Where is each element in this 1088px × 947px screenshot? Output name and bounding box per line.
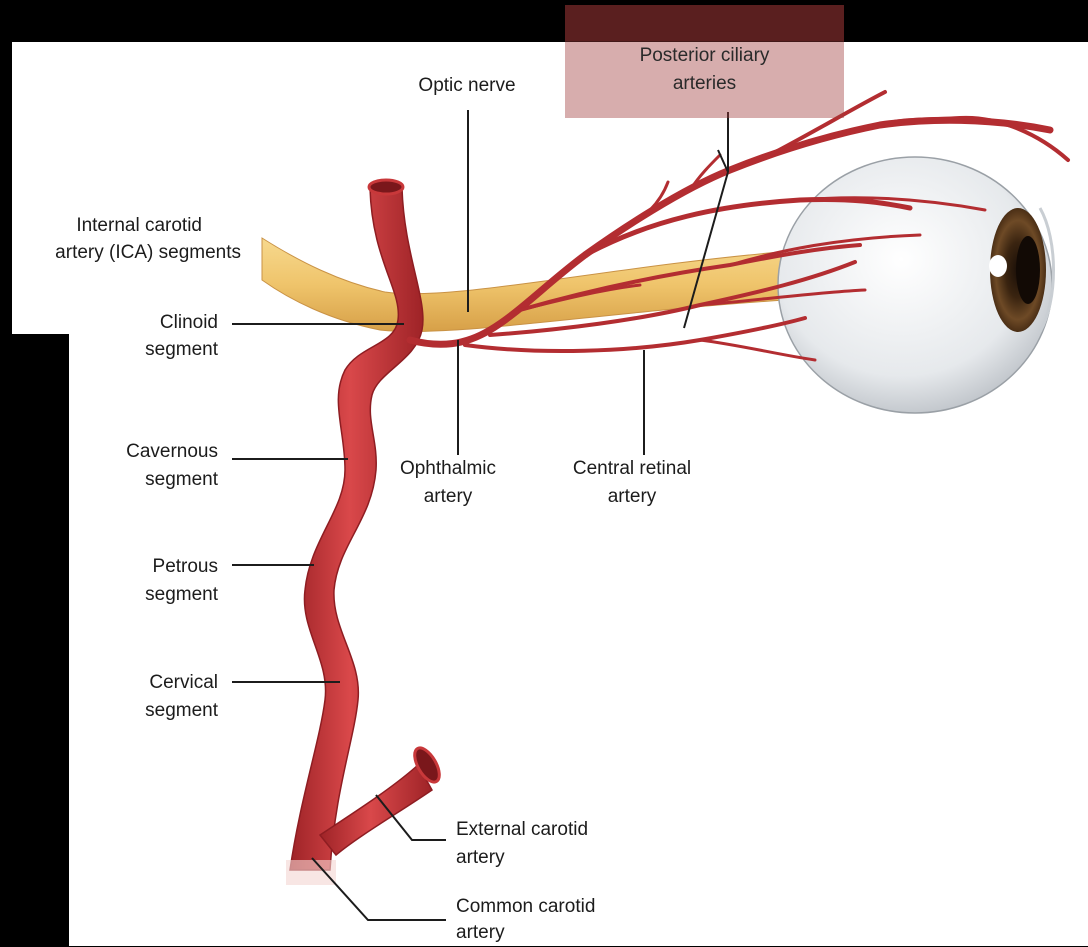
eyeball [778, 157, 1054, 413]
label-box-header [565, 5, 844, 41]
central-retinal-label-line1: Central retinal [552, 455, 712, 483]
ophthalmic-label-line2: artery [378, 483, 518, 511]
optic-nerve-label: Optic nerve [382, 72, 552, 100]
cervical-label-line1: Cervical [100, 669, 218, 697]
central-retinal-label-line2: artery [552, 483, 712, 511]
posterior-ciliary-label-line1: Posterior ciliary [565, 42, 844, 70]
ica-label-line1: Internal carotid [0, 212, 202, 240]
external-carotid-label-line2: artery [456, 844, 656, 872]
common-carotid-label-line2: artery [456, 919, 656, 947]
petrous-label-line1: Petrous [100, 553, 218, 581]
petrous-label-line2: segment [100, 581, 218, 609]
clinoid-label-line1: Clinoid [100, 309, 218, 337]
cavernous-label-line1: Cavernous [90, 438, 218, 466]
external-carotid-label-line1: External carotid [456, 816, 656, 844]
common-carotid-label-line1: Common carotid [456, 893, 656, 921]
cervical-label-line2: segment [100, 697, 218, 725]
cavernous-label-line2: segment [90, 466, 218, 494]
posterior-ciliary-label: Posterior ciliary arteries [565, 42, 844, 98]
ica-label-line2: artery (ICA) segments [0, 239, 241, 267]
posterior-ciliary-label-line2: arteries [565, 70, 844, 98]
clinoid-label-line2: segment [100, 336, 218, 364]
ophthalmic-label-line1: Ophthalmic [378, 455, 518, 483]
